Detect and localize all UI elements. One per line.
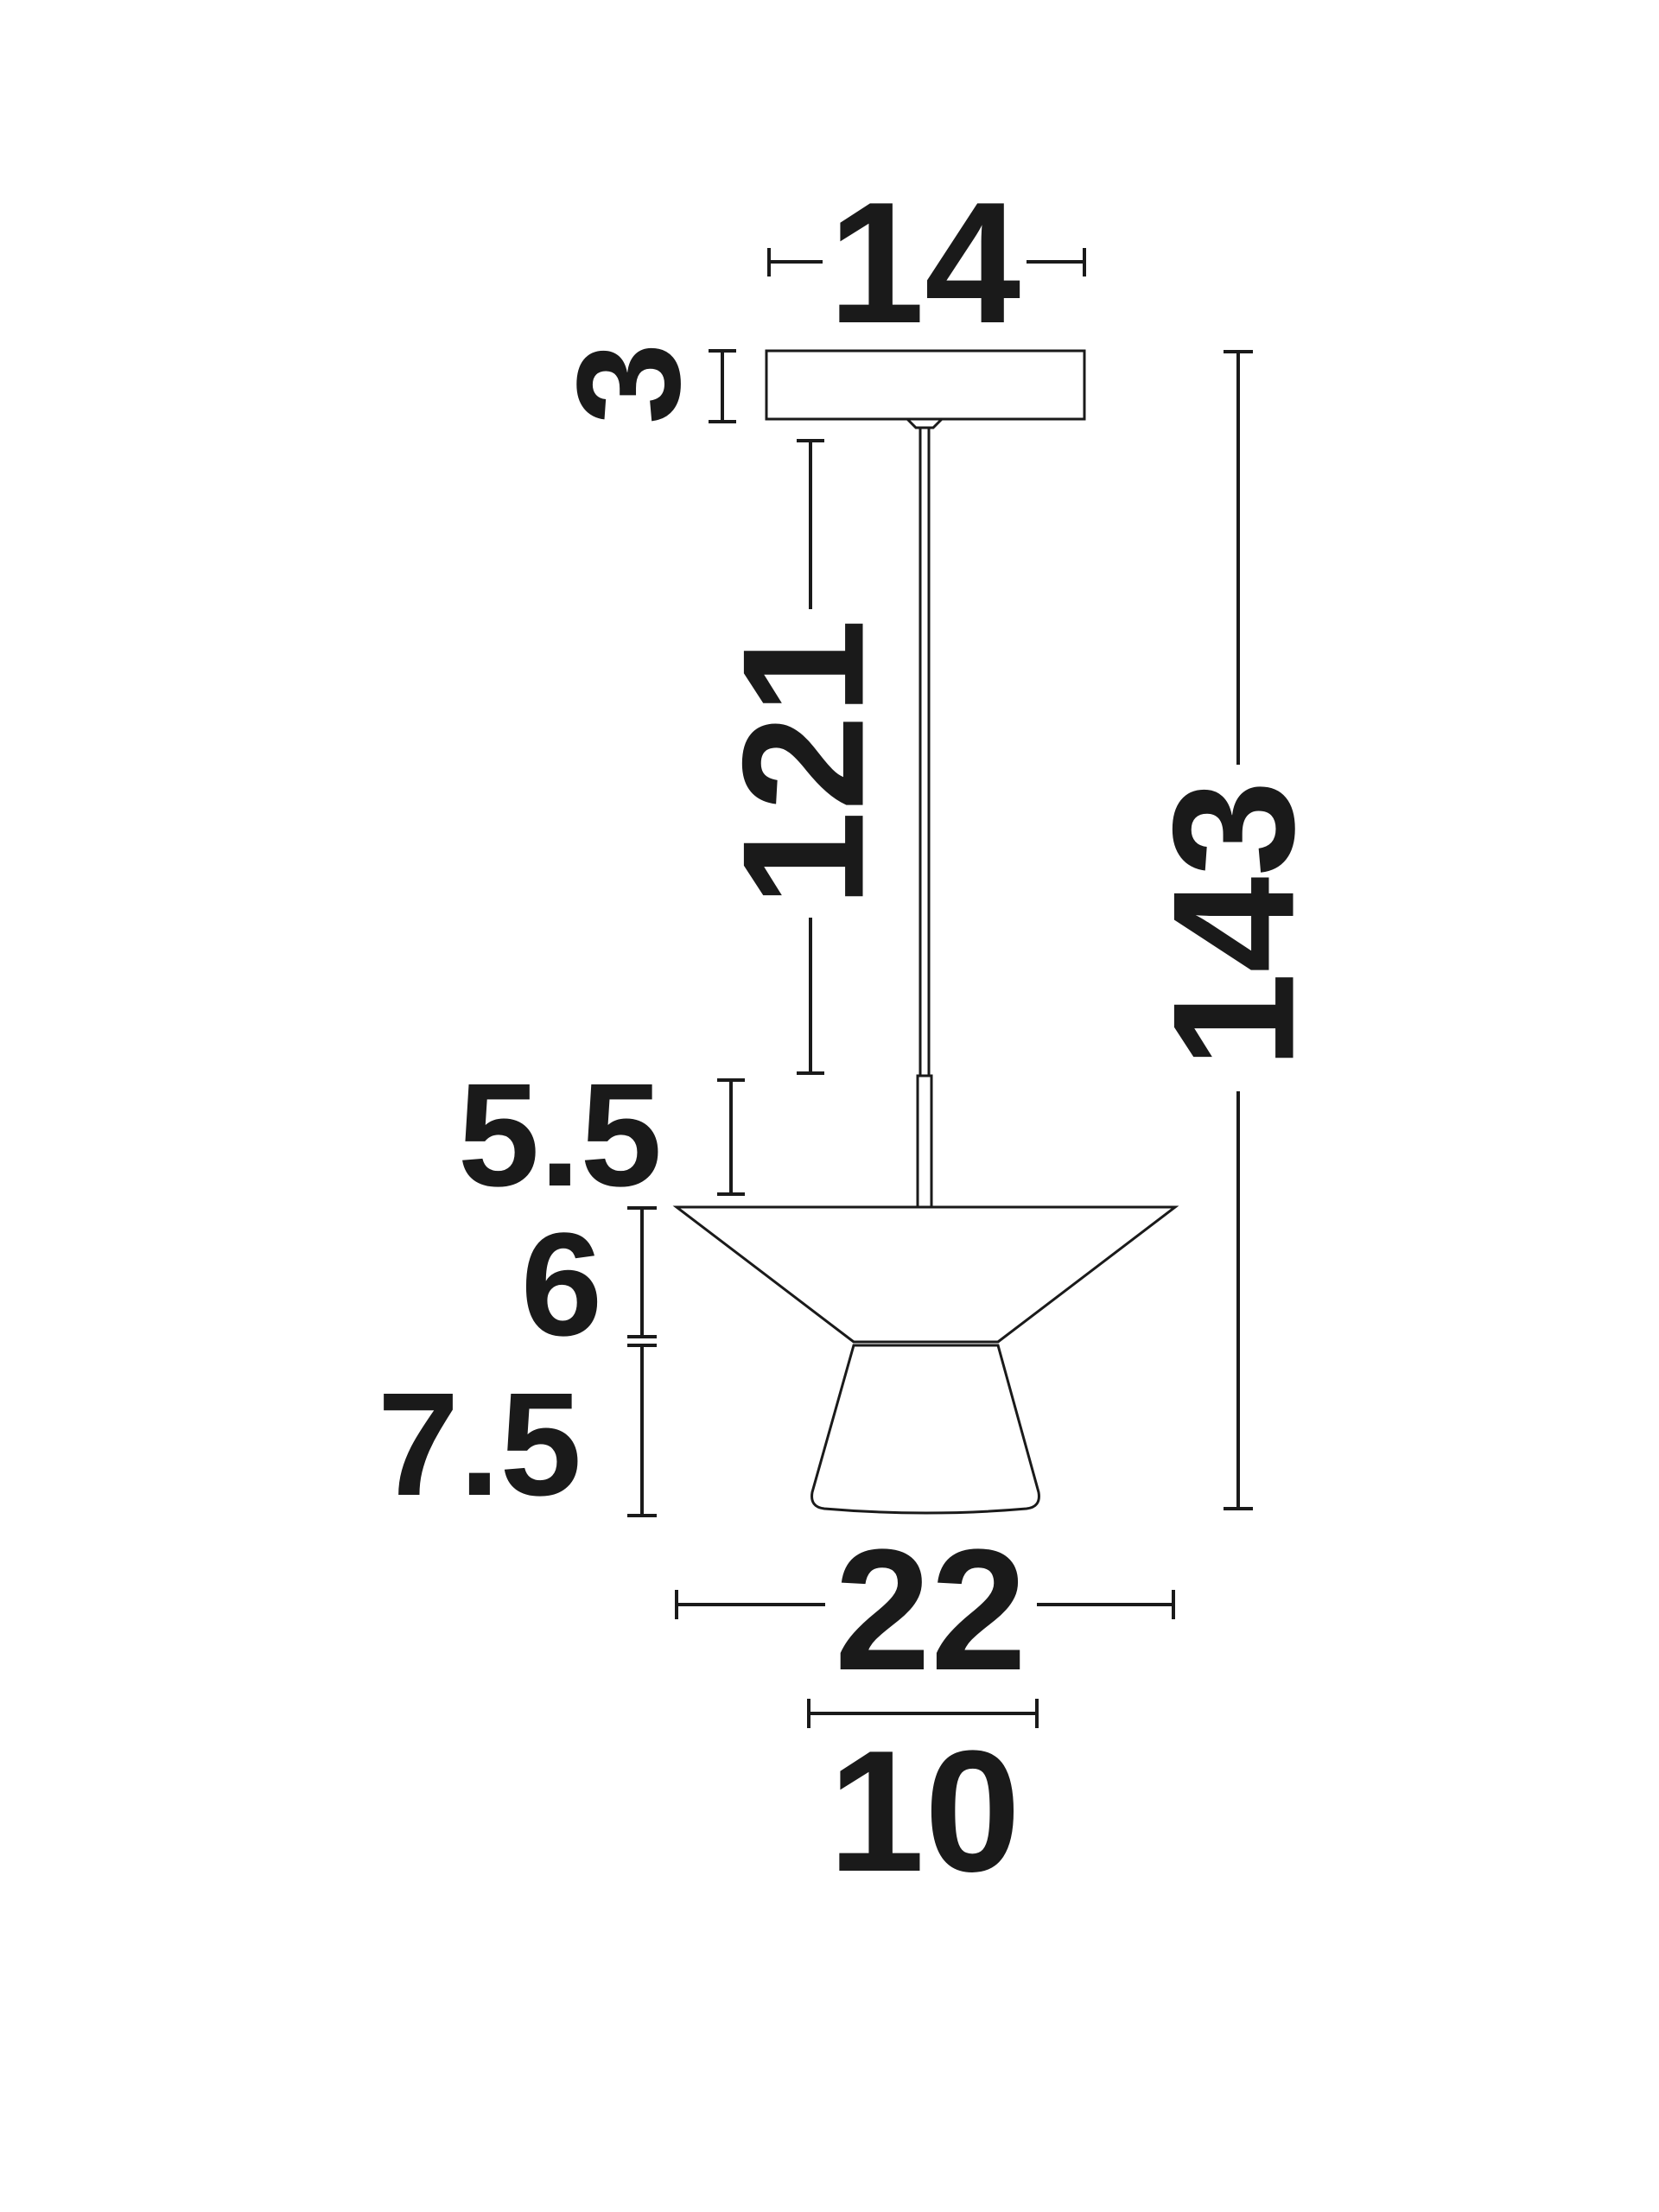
dim-shade-diameter-lines [675, 1590, 1175, 1619]
shade-diameter-label: 22 [835, 1514, 1027, 1707]
dim-canopy-height-lines [709, 349, 736, 423]
upper-shade-height-label: 6 [521, 1203, 603, 1367]
lower-shade-height-label: 7.5 [378, 1363, 582, 1527]
cable-length-label: 121 [708, 619, 900, 907]
canopy-hook [906, 417, 944, 429]
bottom-diameter-label: 10 [829, 1715, 1020, 1908]
dim-connector-height-lines [717, 1078, 745, 1196]
total-height-label: 143 [1138, 780, 1331, 1069]
canopy-height-label: 3 [547, 343, 711, 425]
dim-total-height-lines [1224, 350, 1253, 1510]
connector-height-label: 5.5 [458, 1053, 662, 1217]
dim-shade-height-lines [627, 1206, 657, 1517]
canopy-width-label: 14 [829, 167, 1020, 359]
upper-shade [672, 1205, 1179, 1344]
dim-canopy-width-lines [767, 248, 1086, 276]
lower-shade [810, 1344, 1040, 1515]
lamp-outline [672, 349, 1179, 1515]
dim-bottom-diameter-lines [807, 1699, 1039, 1728]
cable-connector [916, 1074, 933, 1209]
dim-cable-length-lines [797, 439, 824, 1075]
ceiling-canopy [765, 349, 1086, 421]
